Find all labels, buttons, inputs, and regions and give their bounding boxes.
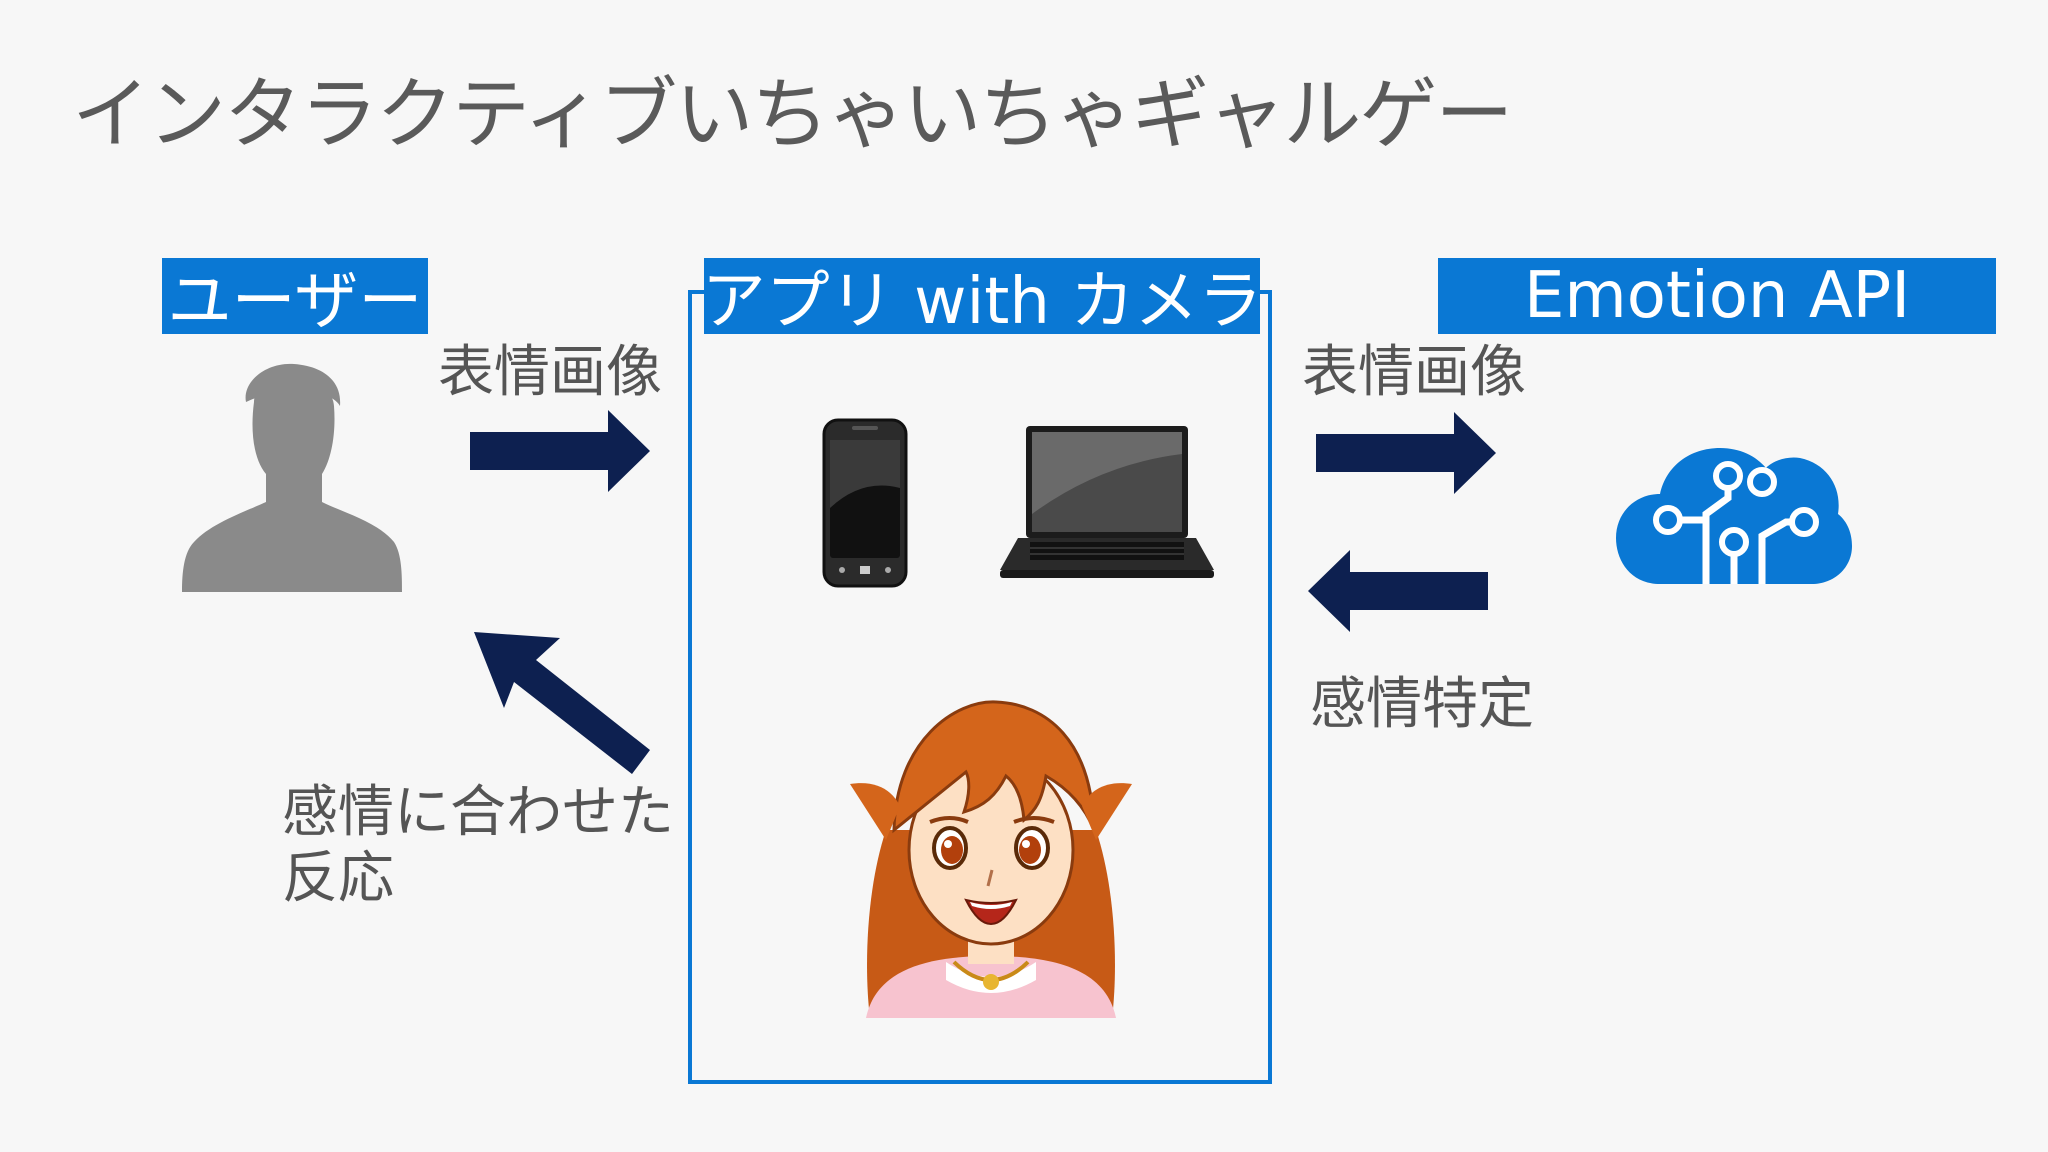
arrow-app-to-api xyxy=(1316,412,1496,494)
person-silhouette-icon xyxy=(182,362,402,592)
caption-to-app: 表情画像 xyxy=(438,340,662,405)
user-label: ユーザー xyxy=(162,258,428,339)
brain-cloud-icon xyxy=(1616,442,1852,584)
smartphone-icon xyxy=(822,418,908,588)
laptop-icon xyxy=(1000,424,1214,580)
api-label: Emotion API xyxy=(1438,258,1996,334)
caption-to-user: 感情に合わせた 反応 xyxy=(282,780,674,912)
arrow-app-to-user xyxy=(474,632,654,774)
caption-to-user-line1: 感情に合わせた xyxy=(282,780,674,845)
app-label: アプリ with カメラ xyxy=(702,258,1262,339)
caption-to-api: 表情画像 xyxy=(1302,340,1526,405)
anime-girl-illustration xyxy=(846,680,1136,1018)
arrow-user-to-app xyxy=(470,410,650,492)
slide-title: インタラクティブいちゃいちゃギャルゲー xyxy=(72,70,1513,160)
arrow-api-to-app xyxy=(1308,550,1488,632)
caption-from-api: 感情特定 xyxy=(1310,672,1534,737)
caption-to-user-line2: 反応 xyxy=(282,846,394,912)
